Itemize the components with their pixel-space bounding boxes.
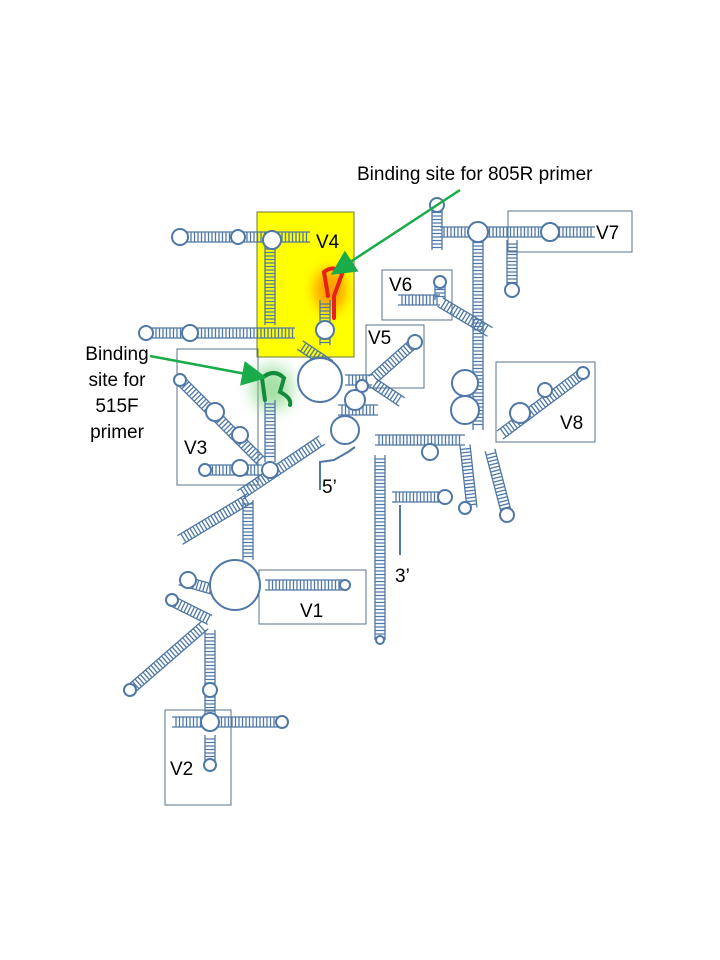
loop (231, 459, 249, 477)
loop (344, 389, 366, 411)
loop (179, 571, 197, 589)
arrow-515f (149, 354, 267, 386)
label-v3: V3 (184, 438, 208, 459)
label-v8: V8 (560, 413, 584, 434)
loop (504, 282, 520, 298)
helix (264, 400, 276, 462)
helix (242, 500, 254, 560)
loop (171, 228, 189, 246)
loop (433, 275, 447, 289)
loop (540, 222, 560, 242)
loop (499, 507, 515, 523)
loop (203, 758, 217, 772)
helix (265, 579, 345, 591)
loop (339, 579, 351, 591)
annotation-805r: Binding site for 805R primer (357, 164, 593, 185)
helix (459, 444, 478, 509)
helix (204, 630, 216, 722)
label-5-prime: 5’ (322, 477, 337, 498)
loop (123, 683, 137, 697)
label-v5: V5 (368, 328, 392, 349)
loop (458, 501, 472, 515)
805r-glow (314, 268, 346, 312)
loop (275, 715, 289, 729)
loop (261, 461, 279, 479)
v8-box (495, 361, 596, 443)
arrow-805r (330, 188, 461, 275)
loop (165, 593, 179, 607)
loop (205, 402, 225, 422)
loop (451, 369, 479, 397)
v1-box (258, 569, 367, 625)
v6-box (381, 269, 453, 321)
loop (181, 324, 199, 342)
loop (450, 395, 480, 425)
loop (330, 415, 360, 445)
loop (231, 426, 249, 444)
v2-box (164, 709, 232, 806)
helix (368, 377, 406, 407)
loop (537, 382, 553, 398)
helix (484, 448, 513, 517)
label-v1: V1 (300, 601, 324, 622)
label-v2: V2 (170, 759, 194, 780)
v5-box (365, 324, 425, 389)
loop (200, 712, 220, 732)
v3-box (176, 348, 259, 486)
helix (172, 716, 282, 728)
loop (315, 320, 335, 340)
loop (198, 463, 212, 477)
loop (202, 682, 218, 698)
helix (398, 294, 440, 306)
helix (437, 297, 493, 337)
helix (375, 434, 465, 446)
loop (576, 366, 590, 380)
loop (355, 379, 369, 393)
helix (374, 455, 386, 640)
five-prime-strand (319, 446, 356, 490)
annotation-515f-line: primer (90, 422, 144, 443)
v7-box (507, 210, 633, 253)
loop (230, 229, 246, 245)
loop (262, 230, 282, 250)
loop (209, 559, 261, 611)
label-v4: V4 (316, 232, 340, 253)
label-v6: V6 (389, 275, 413, 296)
loop (138, 325, 154, 341)
annotation-515f-line: Binding (85, 344, 149, 365)
loop (467, 221, 489, 243)
label-v7: V7 (596, 223, 620, 244)
loop (375, 635, 385, 645)
loop (509, 402, 531, 424)
loop (407, 334, 423, 350)
helix (440, 226, 595, 238)
loop (421, 443, 439, 461)
annotation-515f-line: site for (88, 370, 146, 391)
helix (177, 493, 253, 545)
loop (437, 489, 453, 505)
helix (126, 620, 209, 695)
annotation-515f-line: 515F (95, 396, 139, 417)
loop (297, 357, 343, 403)
annotation-515f: Binding site for 515F primer (74, 342, 160, 446)
label-3-prime: 3’ (395, 566, 410, 587)
loop (173, 373, 187, 387)
